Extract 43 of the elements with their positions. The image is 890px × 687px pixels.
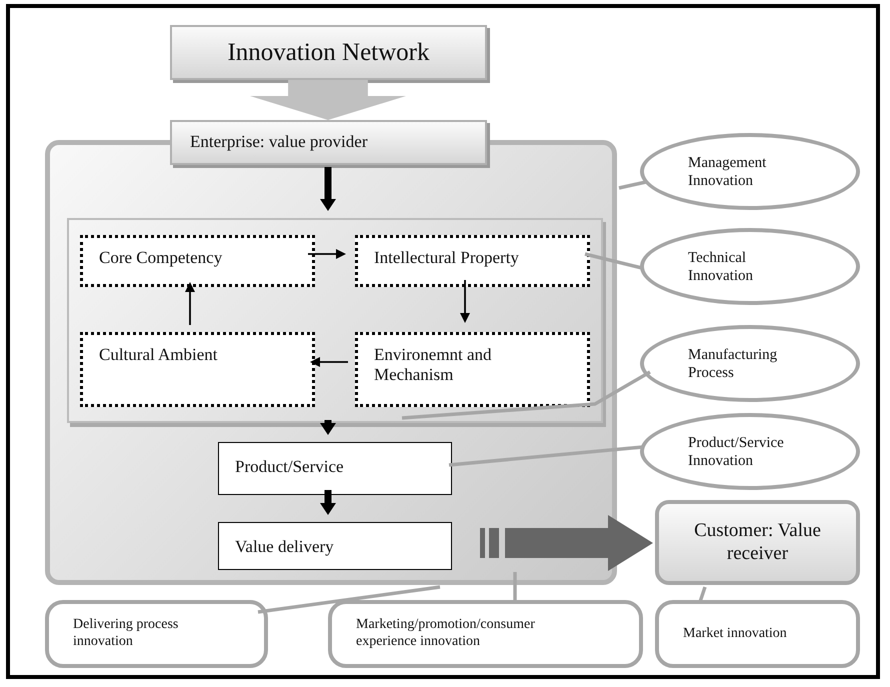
dotted-box [355,235,590,287]
arrow [308,249,346,259]
arrow [460,280,470,323]
node-text: Core Competency [99,248,222,268]
arrow [320,490,336,515]
callout-tail [513,572,517,602]
arrow [185,282,195,325]
node-text: Management Innovation [688,154,768,190]
node-text: Intellectural Property [374,248,519,268]
process-box [218,442,452,495]
dotted-box [80,332,315,407]
callout-tail [448,445,644,467]
dotted-box [355,332,590,407]
dotted-box [80,235,315,287]
node-text: Innovation Network [227,38,430,68]
node-text: Environemnt and Mechanism [374,345,493,386]
node-text: Delivering process innovation [73,617,180,651]
arrow [320,420,336,435]
callout-bubble [45,600,268,668]
node-text: Customer: Value receiver [693,520,822,566]
banner-box [170,25,487,80]
callout-bubble [655,600,860,668]
node-text: Cultural Ambient [99,345,218,366]
callout-tail [618,180,646,190]
customer-box [655,500,860,585]
process-box [218,522,452,570]
callout-bubble [328,600,643,668]
callout-tail [258,585,440,614]
node-text: Product/Service Innovation [688,434,785,470]
arrow [250,80,406,120]
node-text: Marketing/promotion/consumer experience innovation [356,617,536,651]
callout-tail [584,252,642,270]
header-box [170,120,487,165]
node-text: Product/Service [235,457,344,478]
arrow [310,357,348,367]
callout-tail [698,586,707,603]
node-text: Technical Innovation [688,248,754,284]
node-text: Manufacturing Process [688,346,778,382]
node-text: Market innovation [683,626,787,642]
callout-tail [402,370,651,420]
node-text: Enterprise: value provider [190,132,368,152]
arrow [320,167,336,211]
node-text: Value delivery [235,537,334,558]
